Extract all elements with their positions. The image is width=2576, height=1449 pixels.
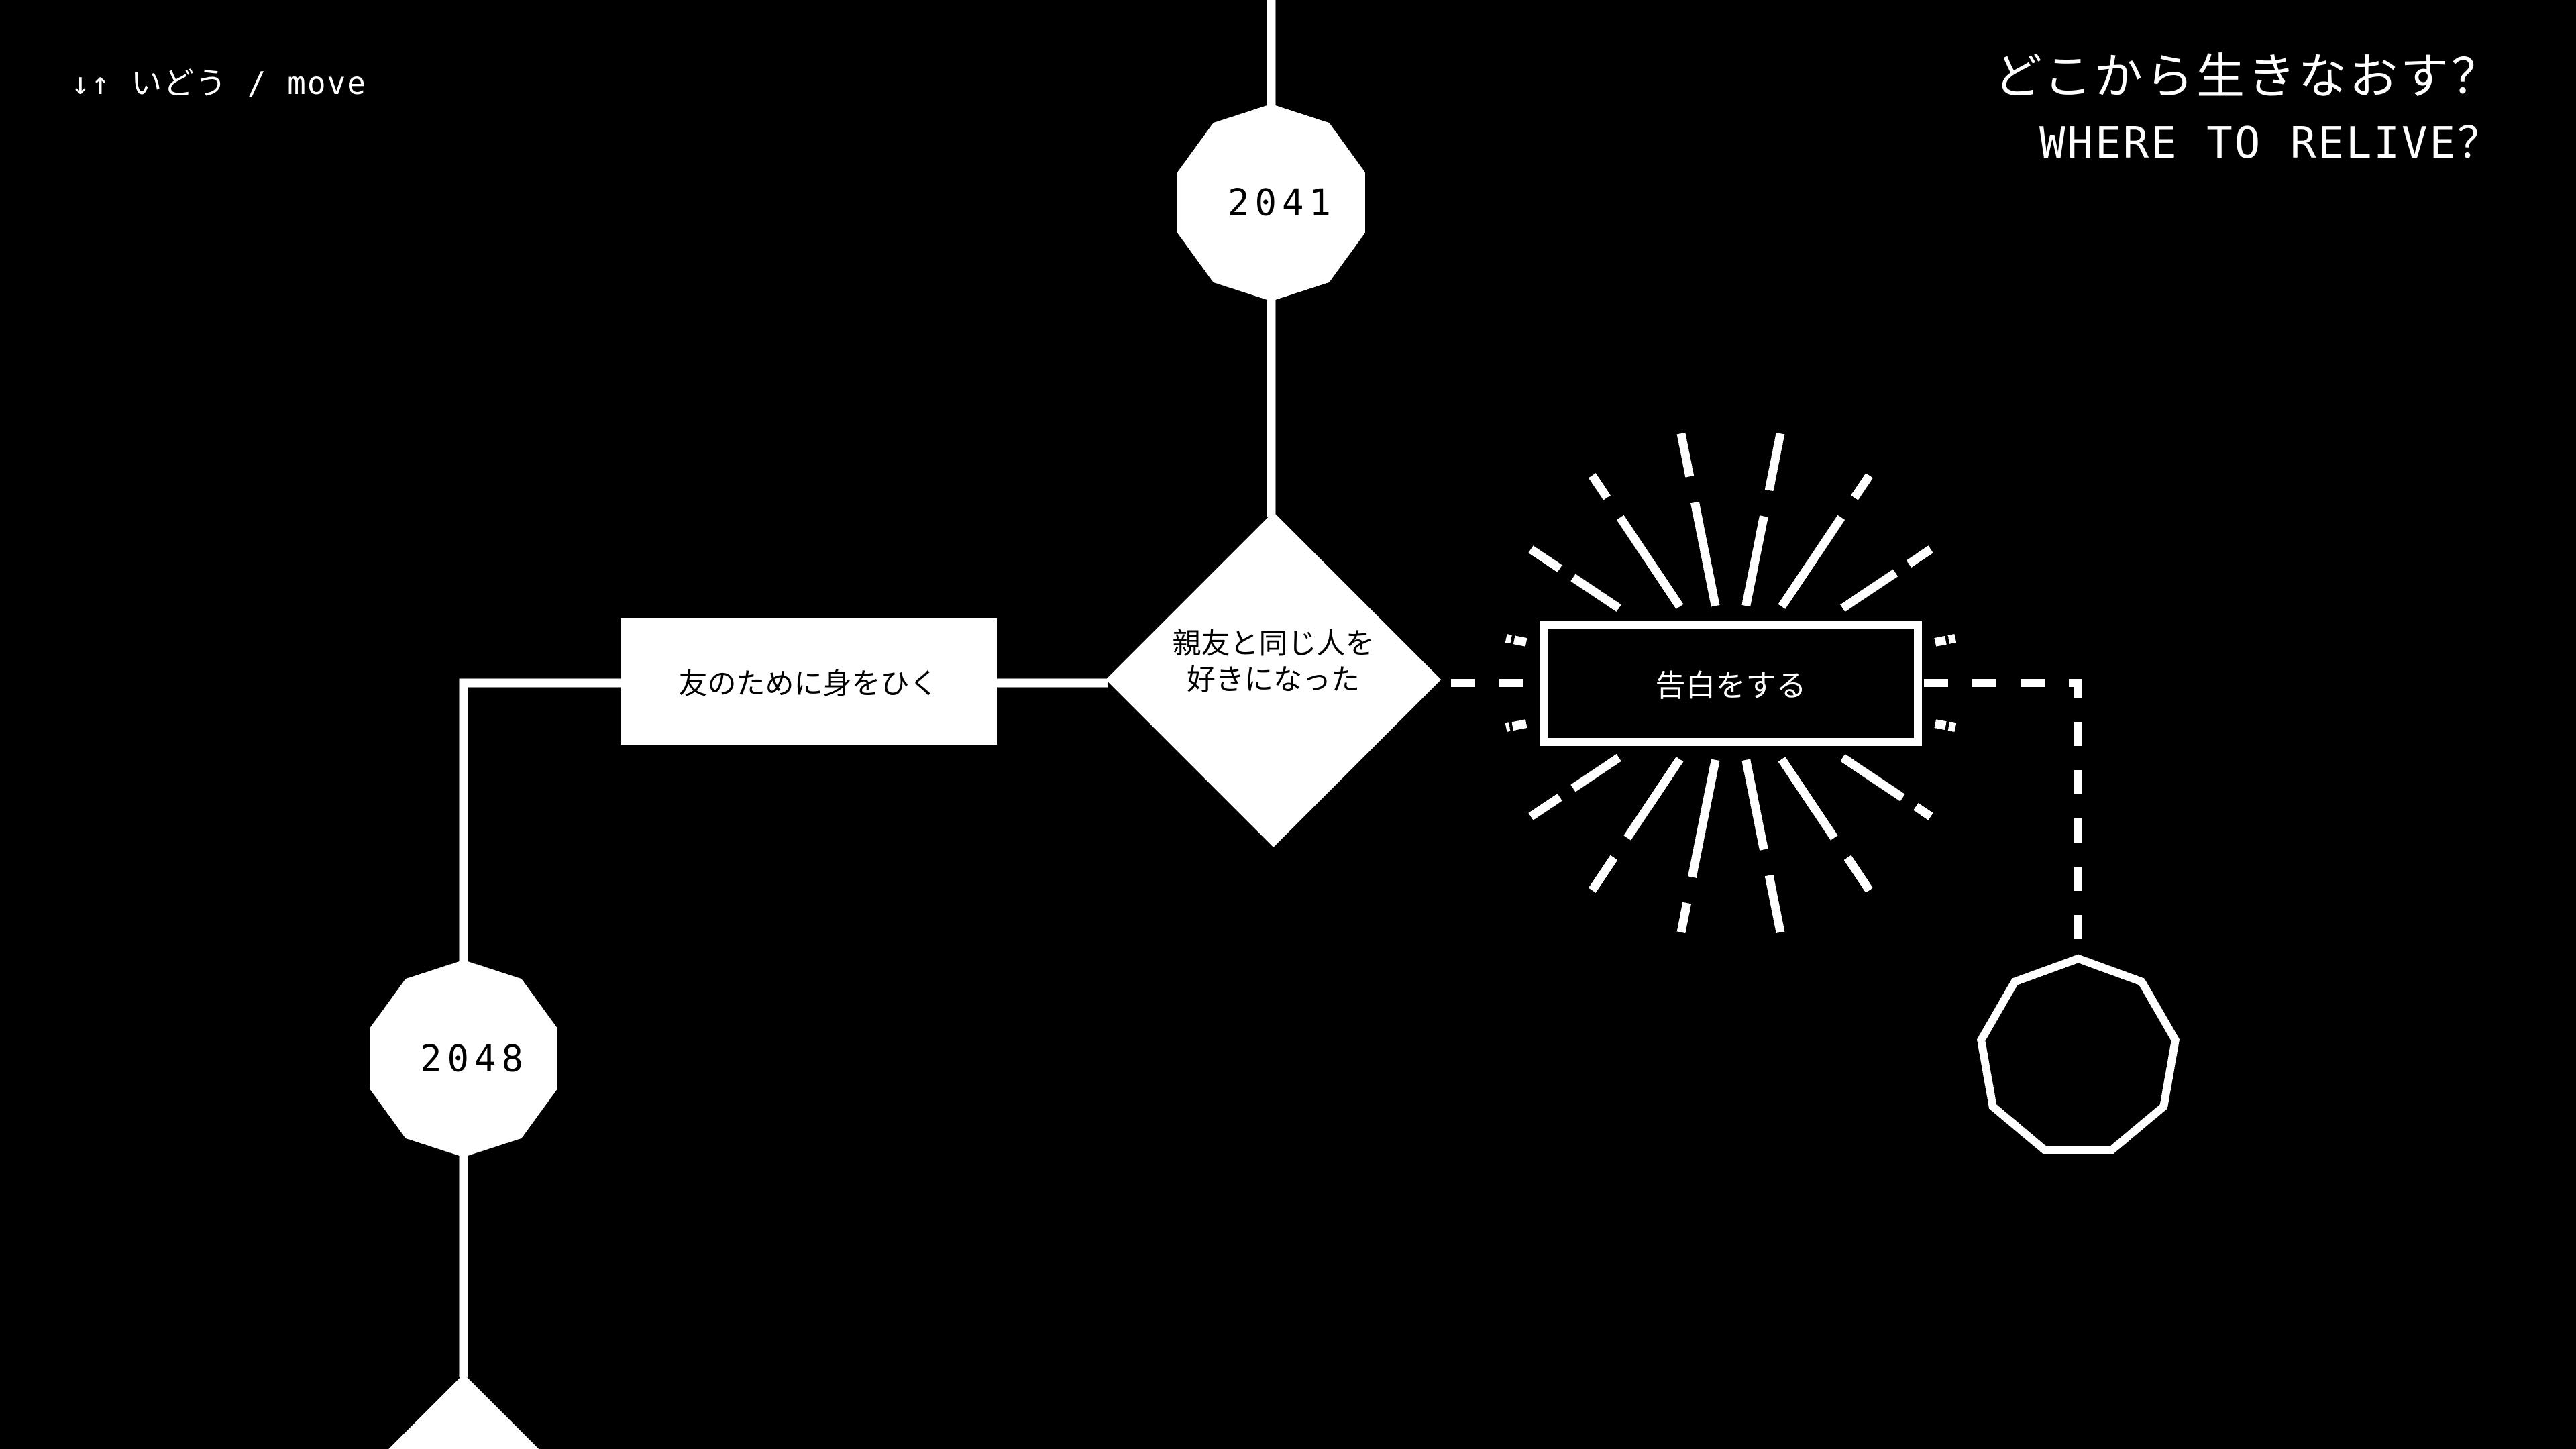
- game-title-japanese: どこから生きなおす？: [1994, 48, 2502, 105]
- dashed-connector-confess-to-empty: [1924, 679, 2082, 959]
- node-decision-label-line2: 好きになった: [1187, 663, 1360, 697]
- node-year-2048[interactable]: [370, 960, 557, 1157]
- node-decision-label-line1: 親友と同じ人を: [1173, 627, 1375, 661]
- game-title-english: WHERE TO RELIVE？: [2039, 119, 2502, 168]
- node-year-2048-label: 2048: [420, 1038, 529, 1080]
- selection-burst: [1505, 432, 1957, 934]
- node-decision-diamond[interactable]: [1106, 512, 1441, 847]
- node-action-confess-label: 告白をする: [1655, 668, 1806, 704]
- connector-rect-to-2048: [459, 678, 624, 963]
- node-year-2041-label: 2041: [1228, 182, 1336, 224]
- game-title: どこから生きなおす？ WHERE TO RELIVE？: [1994, 52, 2502, 165]
- node-decision-offscreen[interactable]: [337, 1374, 590, 1449]
- node-year-2041[interactable]: [1177, 104, 1365, 301]
- node-action-step-aside[interactable]: [621, 618, 997, 745]
- node-action-confess-selected[interactable]: [1540, 621, 1922, 746]
- node-action-step-aside-label: 友のために身をひく: [679, 667, 938, 701]
- move-hint: ↓↑ いどう / move: [71, 65, 367, 101]
- node-empty-outline[interactable]: [1976, 954, 2180, 1155]
